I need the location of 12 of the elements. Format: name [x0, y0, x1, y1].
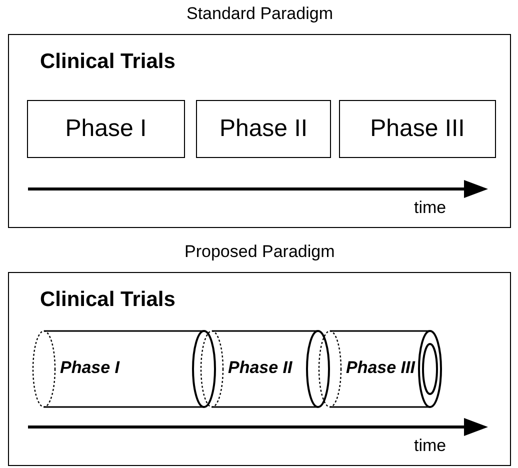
- panel-title: Proposed Paradigm: [184, 242, 335, 262]
- axis-label: time: [414, 436, 446, 456]
- phase-label: Phase I: [60, 358, 120, 378]
- phase-box: Phase III: [339, 100, 496, 158]
- phase-label: Phase II: [228, 358, 292, 378]
- heading: Clinical Trials: [40, 288, 176, 312]
- heading: Clinical Trials: [40, 50, 176, 74]
- phase-label: Phase III: [346, 358, 415, 378]
- phase-box: Phase II: [196, 100, 331, 158]
- axis-label: time: [414, 198, 446, 218]
- panel-title: Standard Paradigm: [186, 4, 333, 24]
- phase-box: Phase I: [27, 100, 185, 158]
